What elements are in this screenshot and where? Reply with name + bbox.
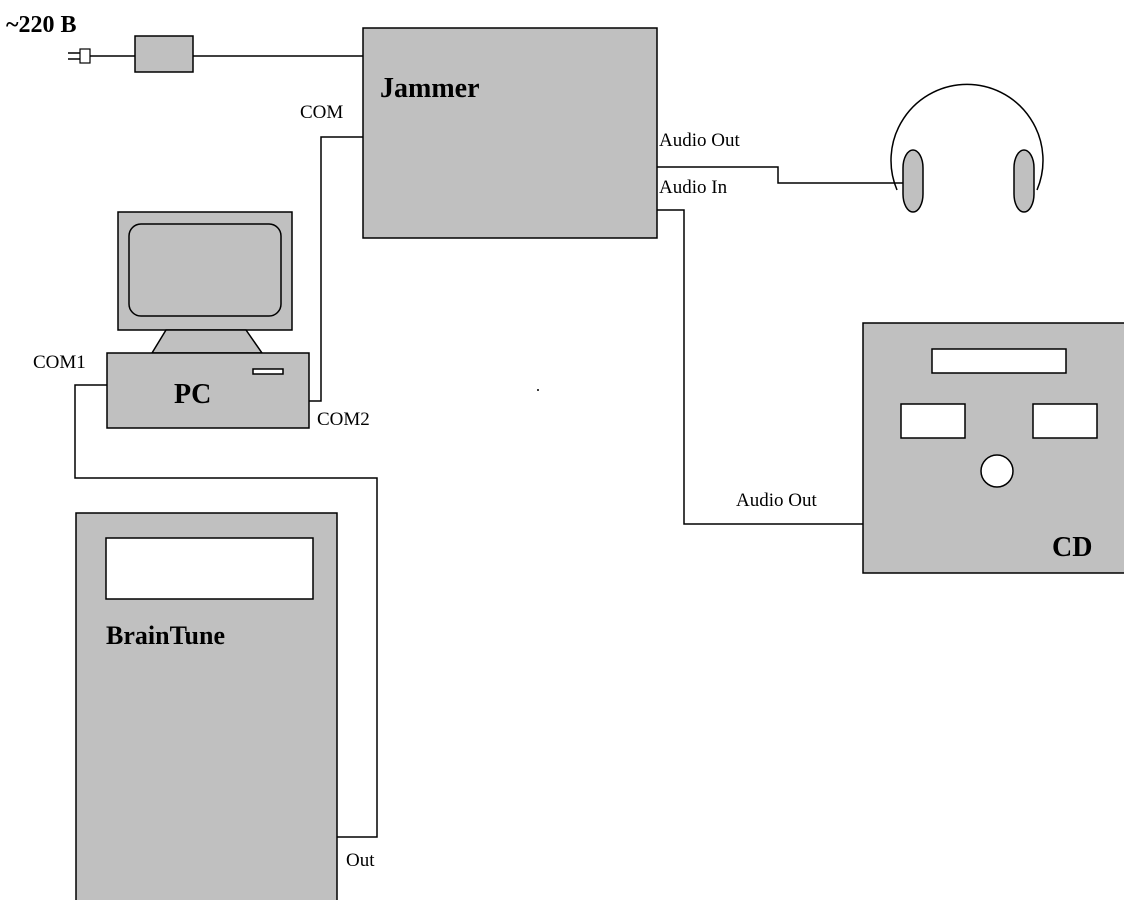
jammer-com-label: COM bbox=[300, 102, 343, 123]
cd-label: CD bbox=[1052, 532, 1092, 563]
jammer-label: Jammer bbox=[380, 73, 480, 104]
pc-screen bbox=[128, 223, 282, 317]
braintune-out-label: Out bbox=[346, 850, 375, 871]
braintune-label: BrainTune bbox=[106, 621, 225, 650]
pc-label: PC bbox=[174, 379, 211, 410]
cd-player: CD Audio Out bbox=[736, 322, 1124, 574]
power-plug-icon bbox=[68, 48, 135, 64]
headphones-icon bbox=[890, 83, 1044, 213]
pc-case bbox=[106, 352, 310, 429]
pc-stand bbox=[150, 329, 264, 354]
cd-right-button bbox=[1032, 403, 1098, 439]
power-supply: ~220 B bbox=[6, 12, 363, 73]
jammer-audio-out-label: Audio Out bbox=[659, 130, 740, 151]
pc-computer: PC COM1 COM2 bbox=[33, 211, 370, 430]
audio-out-cable bbox=[657, 166, 903, 184]
braintune-display bbox=[105, 537, 314, 600]
audio-in-cable bbox=[657, 209, 863, 525]
power-label: ~220 B bbox=[6, 12, 77, 38]
jammer-audio-in-label: Audio In bbox=[659, 177, 728, 198]
com2-cable bbox=[309, 136, 363, 402]
stray-dot bbox=[537, 389, 539, 391]
cd-display bbox=[931, 348, 1067, 374]
braintune-unit: BrainTune Out bbox=[75, 512, 375, 900]
pc-drive-slot bbox=[252, 368, 284, 375]
power-adapter bbox=[134, 35, 194, 73]
pc-com2-label: COM2 bbox=[317, 409, 370, 430]
cd-audio-out-label: Audio Out bbox=[736, 490, 817, 511]
jammer-unit: Jammer COM Audio Out Audio In bbox=[300, 27, 740, 239]
cd-knob bbox=[980, 454, 1014, 488]
pc-com1-label: COM1 bbox=[33, 352, 86, 373]
com1-cable bbox=[74, 384, 378, 838]
cd-left-button bbox=[900, 403, 966, 439]
